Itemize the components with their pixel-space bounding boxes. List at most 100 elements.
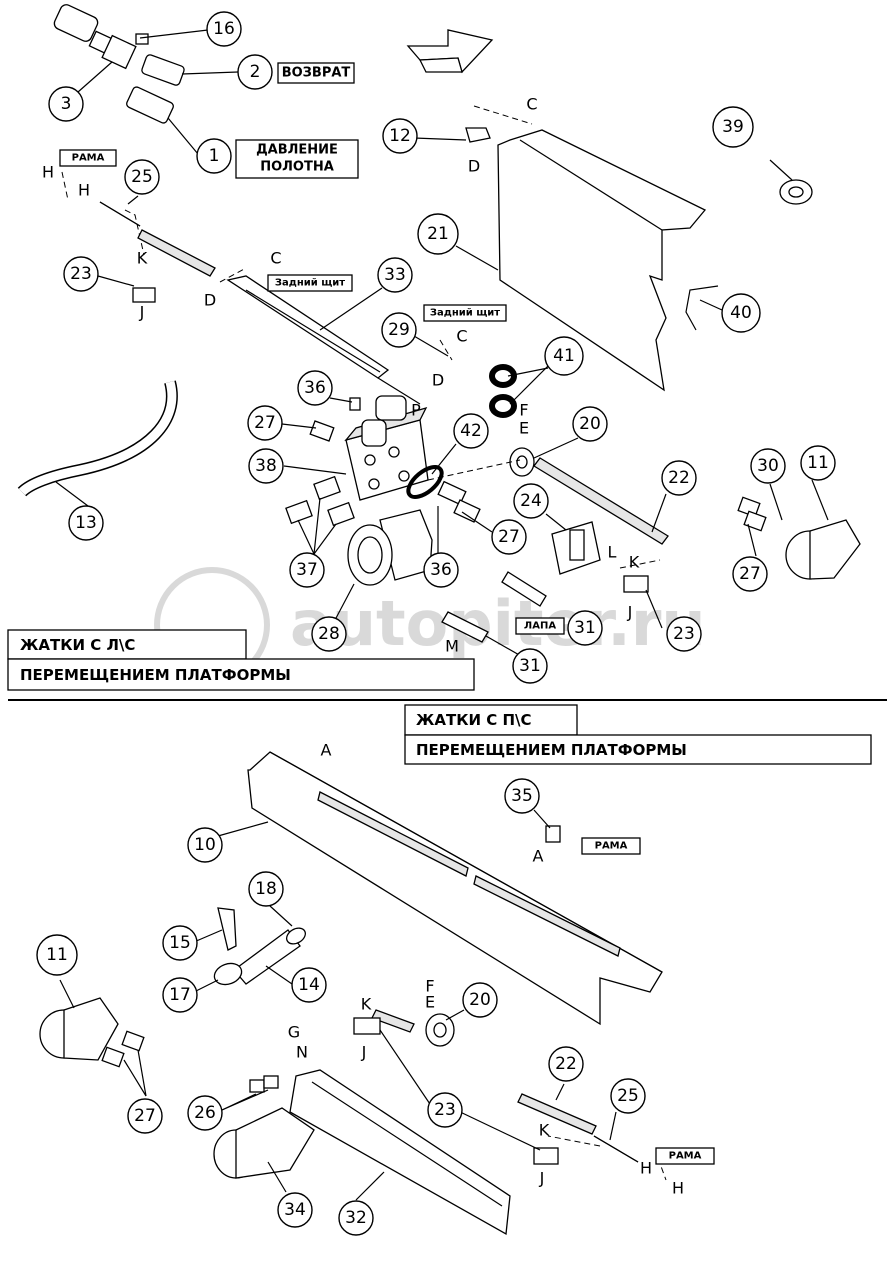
svg-text:D: D [468,157,480,176]
section-bottom-title-1: ЖАТКИ С П\С [416,711,532,729]
svg-text:P: P [411,401,421,420]
callout: 42 [453,413,489,449]
callout: 22 [661,460,697,496]
section-top-title-1: ЖАТКИ С Л\С [20,636,135,654]
svg-text:23: 23 [673,624,695,644]
callout: 1 [196,138,232,174]
svg-text:C: C [526,95,537,114]
svg-text:12: 12 [389,126,411,146]
block-23-top-right [623,575,649,593]
svg-text:25: 25 [131,167,153,187]
svg-text:J: J [627,603,633,622]
svg-text:28: 28 [318,624,340,644]
svg-text:38: 38 [255,456,277,476]
section-top-title-2: ПЕРЕМЕЩЕНИЕМ ПЛАТФОРМЫ [20,666,291,684]
svg-text:H: H [672,1179,684,1198]
callout: 12 [382,118,418,154]
callout: 25 [124,159,160,195]
callout: 35 [504,778,540,814]
hook-40 [685,285,719,331]
callout: 36 [297,370,333,406]
svg-text:L: L [608,543,617,562]
plate-32 [289,1069,511,1236]
svg-text:22: 22 [555,1054,577,1074]
svg-text:27: 27 [498,527,520,547]
svg-text:27: 27 [739,564,761,584]
motor-34 [213,1075,315,1179]
svg-text:C: C [456,327,467,346]
pipe-assembly [213,907,306,986]
callout: 41 [544,336,584,376]
label-boxes: ВОЗВРАТ ДАВЛЕНИЕ ПОЛОТНА РАМА Задний щит… [59,62,715,1165]
label-rama-mid: РАМА [595,841,628,852]
svg-text:21: 21 [427,224,449,244]
coupler-assembly-top [53,4,185,124]
plates-31 [441,571,547,643]
motor-11-top [737,496,861,580]
svg-text:J: J [139,303,145,322]
callout: 28 [311,616,347,652]
svg-text:39: 39 [722,117,744,137]
svg-text:40: 40 [730,303,752,323]
svg-text:A: A [533,847,544,866]
callout: 33 [377,257,413,293]
direction-arrow [406,29,494,74]
svg-text:11: 11 [807,453,829,473]
svg-text:K: K [539,1121,550,1140]
callout: 30 [750,448,786,484]
svg-text:K: K [361,995,372,1014]
panel-21 [465,127,707,392]
section-box-top: ЖАТКИ С Л\С ПЕРЕМЕЩЕНИЕМ ПЛАТФОРМЫ [7,629,475,691]
callout: 2 [237,54,273,90]
callout: 23 [427,1092,463,1128]
callout: 23 [63,256,99,292]
hose-13 [17,380,178,497]
svg-text:K: K [137,249,148,268]
callout: 15 [162,925,198,961]
callout: 29 [381,312,417,348]
callout: 22 [548,1046,584,1082]
callout: 18 [248,871,284,907]
callout: 14 [291,967,327,1003]
callout: 31 [512,648,548,684]
svg-text:24: 24 [520,491,542,511]
svg-text:3: 3 [61,94,72,114]
callout: 17 [162,977,198,1013]
washer-39 [779,179,813,205]
svg-text:33: 33 [384,265,406,285]
callout: 27 [732,556,768,592]
svg-text:14: 14 [298,975,320,995]
svg-text:1: 1 [209,146,220,166]
svg-text:20: 20 [469,990,491,1010]
svg-text:27: 27 [254,413,276,433]
svg-text:A: A [321,741,332,760]
svg-text:J: J [539,1169,545,1188]
svg-text:E: E [519,419,529,438]
callout: 34 [277,1192,313,1228]
label-pressure-1: ДАВЛЕНИЕ [256,143,338,158]
svg-text:36: 36 [304,378,326,398]
sprocket-chain-top [509,447,669,545]
sprocket-chain-bottom [353,1009,455,1047]
label-rear-shield-2: Задний щит [430,308,500,319]
svg-text:10: 10 [194,835,216,855]
fittings-37 [285,397,361,527]
svg-text:37: 37 [296,560,318,580]
callout: 36 [423,552,459,588]
svg-text:31: 31 [519,656,541,676]
svg-text:13: 13 [75,513,97,533]
tensioner-24 [551,521,601,575]
callout: 24 [513,483,549,519]
callout: 11 [36,934,78,976]
svg-text:J: J [361,1043,367,1062]
svg-text:M: M [445,637,459,656]
callout: 21 [417,213,459,255]
svg-text:20: 20 [579,414,601,434]
valve-block-38 [344,395,429,501]
motor-11-bottom [39,997,145,1068]
svg-text:30: 30 [757,456,779,476]
callout: 20 [572,406,608,442]
svg-text:15: 15 [169,933,191,953]
